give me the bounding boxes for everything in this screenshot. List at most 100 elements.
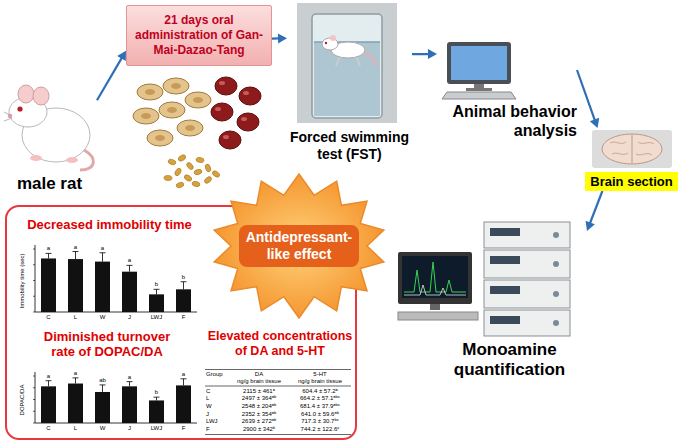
table-cell: 717.3 ± 30.7ᵇᶜ — [289, 418, 351, 425]
computer-icon — [451, 46, 507, 80]
licorice-core — [141, 83, 203, 141]
error-bar — [127, 381, 133, 382]
table-cell: DA — [229, 371, 289, 378]
error-bar — [48, 253, 49, 258]
arrowhead — [117, 51, 126, 61]
data-bar — [41, 258, 56, 312]
licorice-core — [171, 83, 181, 89]
axis-line — [35, 423, 197, 424]
rat-illustration — [30, 155, 42, 161]
table-cell: 2900 ± 342ᵇ — [229, 426, 289, 433]
error-bar — [73, 377, 79, 378]
herb-illustration — [133, 77, 261, 189]
error-bar — [46, 380, 52, 381]
hplc-instrument — [553, 320, 559, 326]
flow-arrow — [97, 51, 126, 100]
wheat-grain — [183, 174, 192, 182]
table-cell: 604.4 ± 57.2ᵃ — [289, 388, 351, 395]
table-cell: F — [206, 426, 229, 433]
jujube — [239, 87, 261, 105]
jujube — [237, 113, 259, 131]
rat-illustration — [66, 157, 78, 163]
jujube-highlight — [241, 117, 247, 121]
bar-chart-plot — [17, 367, 202, 433]
axis-tick — [33, 423, 35, 424]
wheat-grain — [167, 158, 176, 165]
hplc-instrument — [490, 286, 520, 294]
significance-letter: a — [90, 245, 116, 252]
error-bar — [154, 289, 160, 290]
axis-tick-label: C — [36, 425, 62, 432]
arrowhead — [590, 118, 599, 128]
swim-test-photo — [297, 3, 397, 123]
hplc-instrument — [404, 285, 466, 295]
treatment-label: 21 days oral administration of Gan-Mai-D… — [131, 13, 267, 58]
rat-illustration — [4, 112, 12, 116]
data-bar — [176, 385, 191, 423]
jujube-highlight — [215, 81, 249, 139]
table-cell: 664.2 ± 57.1ᵃᵇᶜ — [289, 395, 351, 402]
table-cell: 744.2 ± 122.6ᶜ — [289, 426, 351, 433]
licorice-core — [141, 113, 151, 119]
axis-tick-label: F — [171, 314, 197, 321]
panel-heading: Diminished turnover rate of DOPAC/DA — [32, 329, 182, 359]
data-bar — [95, 262, 110, 312]
axis-tick-label: J — [117, 425, 143, 432]
data-bar — [176, 289, 191, 312]
data-bar — [95, 392, 110, 423]
wheat-grain — [186, 161, 195, 170]
axis-line — [35, 312, 197, 313]
axis-tick-label: LWJ — [144, 425, 170, 432]
licorice-core — [155, 135, 165, 141]
axis-tick-label: L — [63, 425, 89, 432]
brain-section: Brain section — [583, 128, 680, 191]
hplc-instrument — [484, 310, 570, 336]
significance-letter: a — [117, 257, 143, 264]
brain-photo — [592, 130, 672, 168]
significance-letter: b — [144, 281, 170, 288]
axis-tick-label: W — [90, 314, 116, 321]
flow-arrow — [577, 70, 599, 128]
jujube — [219, 131, 241, 149]
data-bar — [68, 384, 83, 423]
data-bar — [149, 294, 164, 312]
swim-test-photo — [314, 42, 380, 116]
computer-icon — [442, 42, 516, 99]
wheat-grain — [211, 170, 220, 179]
table-cell: 2548 ± 204ᵃᵇ — [229, 403, 289, 410]
arrowhead — [586, 221, 595, 231]
table-cell: 5-HT — [289, 371, 351, 378]
licorice-slice — [177, 120, 203, 136]
error-bar — [102, 385, 103, 392]
hplc-instrument — [404, 262, 466, 292]
brain-photo — [602, 134, 662, 164]
jujube-highlight — [243, 91, 249, 95]
computer-icon — [466, 88, 492, 91]
table-cell: Group — [206, 371, 229, 378]
figure-caption: Monoamine quantification — [432, 340, 587, 380]
error-bar — [156, 289, 157, 294]
error-bar — [102, 253, 103, 262]
rat-illustration — [33, 87, 49, 105]
axis-tick — [33, 411, 35, 412]
bar-chart-plot — [17, 239, 202, 324]
flow-arrow — [272, 33, 287, 43]
error-bar — [48, 381, 49, 387]
licorice-core — [167, 107, 177, 113]
hplc-instrument — [553, 261, 559, 267]
jujube-highlight — [219, 81, 225, 85]
table-cell: 2639 ± 272ᵃᵇ — [229, 418, 289, 425]
starburst-shape — [214, 174, 384, 318]
significance-letter: a — [117, 374, 143, 381]
swim-test-photo — [322, 38, 338, 50]
error-bar — [100, 384, 106, 385]
swim-test-photo — [297, 3, 397, 123]
significance-letter: a — [171, 371, 197, 378]
jujube-highlight — [223, 135, 229, 139]
axis-tick — [33, 376, 35, 377]
data-bar — [122, 386, 137, 423]
figure-caption: Animal behavior analysis — [437, 102, 577, 140]
licorice-slice — [185, 92, 211, 108]
hplc-instrument — [484, 222, 570, 248]
